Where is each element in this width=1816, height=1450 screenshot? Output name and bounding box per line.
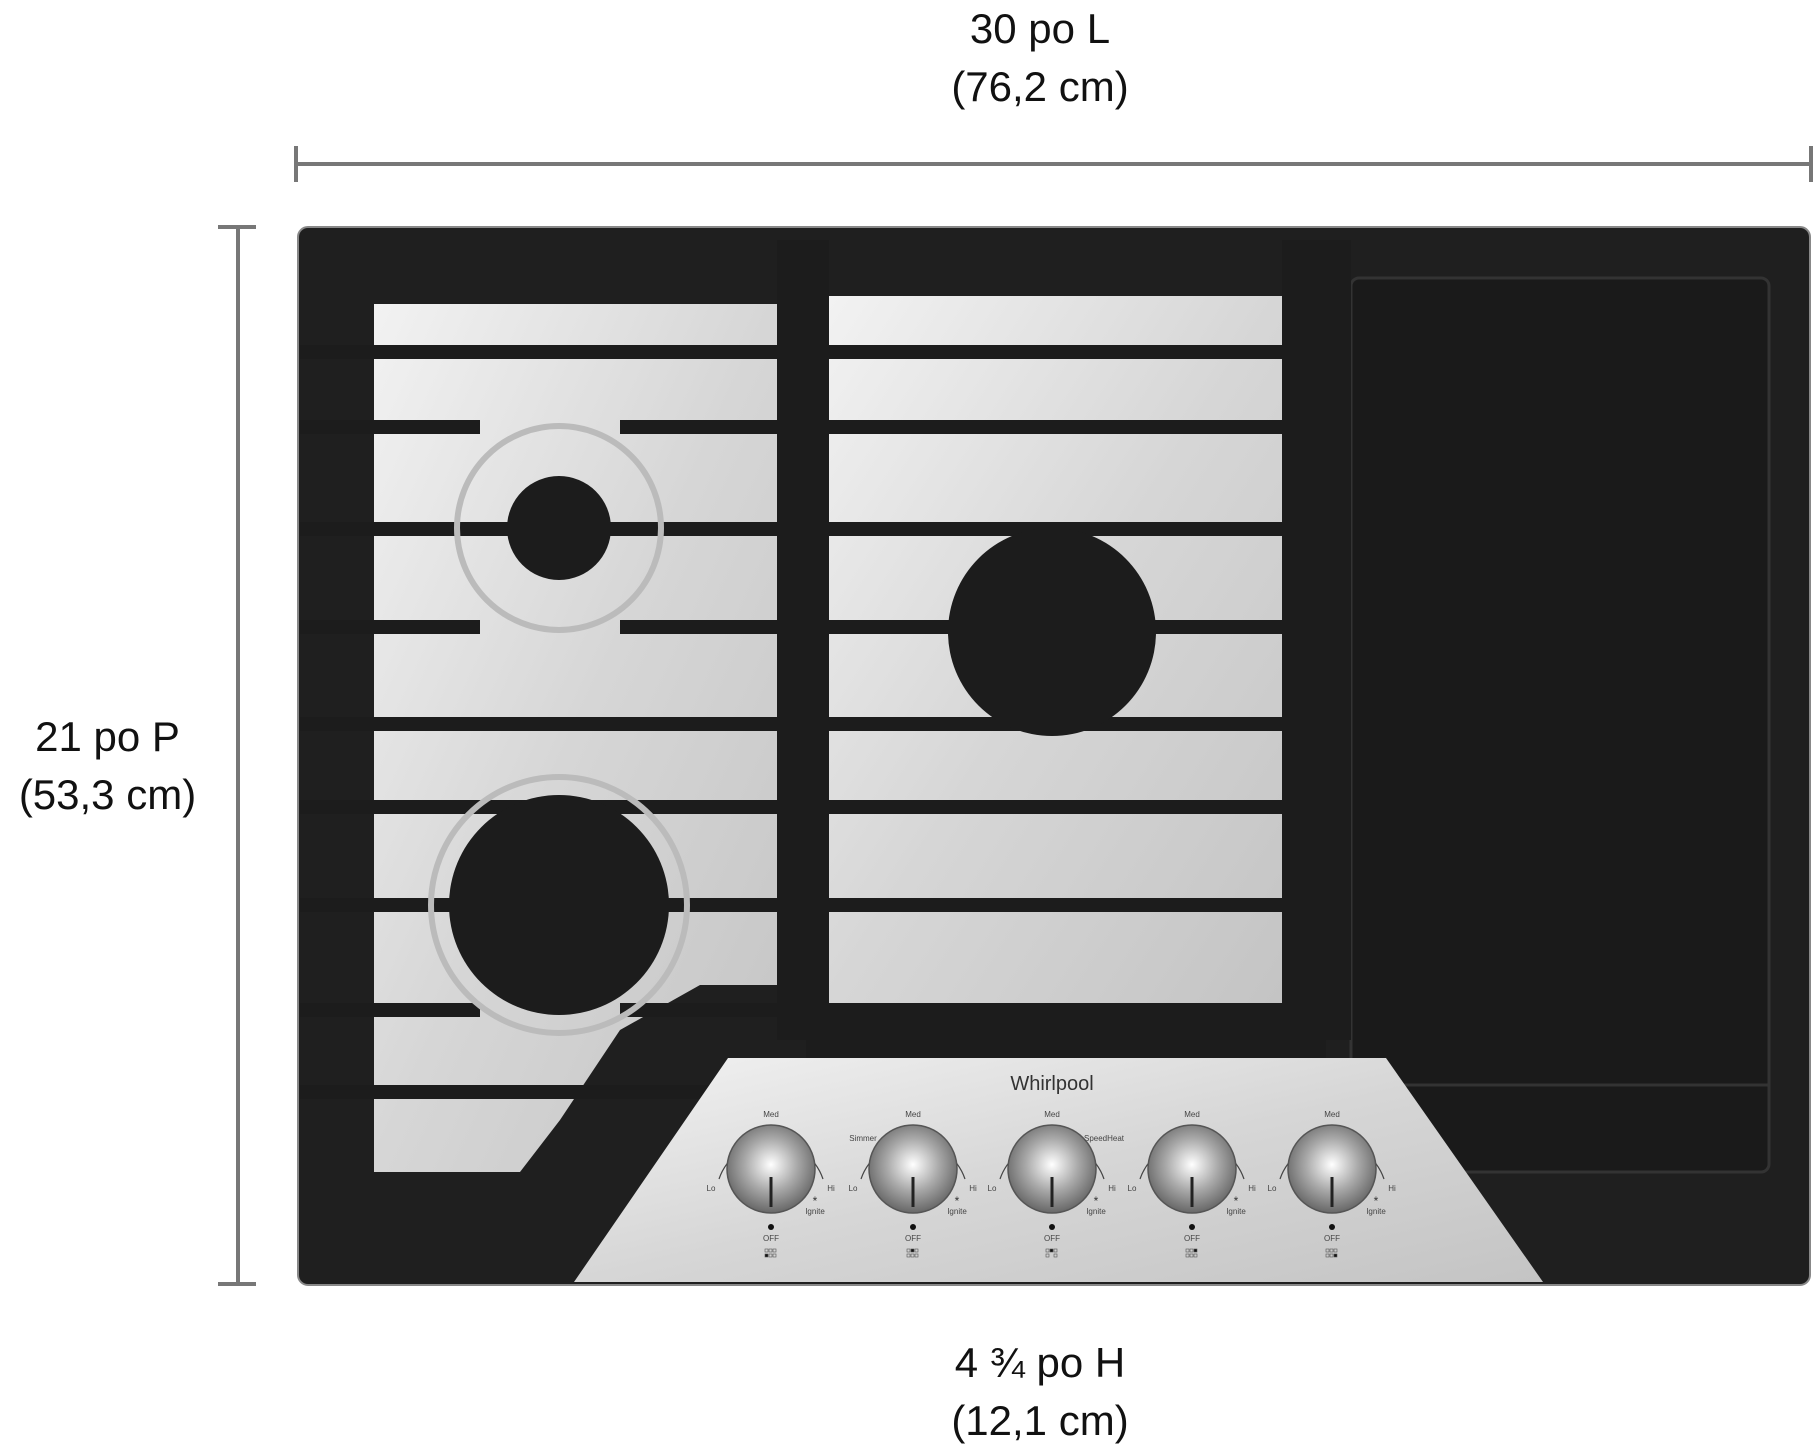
height-metric: (12,1 cm) xyxy=(840,1392,1240,1450)
ignite-star-icon: * xyxy=(813,1194,818,1208)
knob-off-label: OFF xyxy=(1044,1234,1060,1243)
knob-hi-label: Hi xyxy=(969,1184,977,1193)
depth-label: 21 po P xyxy=(0,708,215,766)
knob-med-label: Med xyxy=(1044,1110,1060,1119)
brand-logo: Whirlpool xyxy=(1010,1073,1093,1095)
knob-hi-label: Hi xyxy=(1108,1184,1116,1193)
depth-metric: (53,3 cm) xyxy=(0,766,215,824)
width-label: 30 po L xyxy=(840,0,1240,58)
knob-med-label: Med xyxy=(1324,1110,1340,1119)
knob-speedheat-label: SpeedHeat xyxy=(1084,1134,1125,1143)
griddle xyxy=(1351,278,1769,1172)
knob-lo-label: Lo xyxy=(707,1184,716,1193)
knob-off-label: OFF xyxy=(763,1234,779,1243)
knob-ignite-label: Ignite xyxy=(805,1207,825,1216)
knob-simmer-label: Simmer xyxy=(849,1134,877,1143)
knob-off-label: OFF xyxy=(1324,1234,1340,1243)
knob-off-label: OFF xyxy=(1184,1234,1200,1243)
knob-hi-label: Hi xyxy=(1248,1184,1256,1193)
knob-ignite-label: Ignite xyxy=(1366,1207,1386,1216)
ignite-star-icon: * xyxy=(955,1194,960,1208)
center-burner xyxy=(948,528,1156,736)
width-dimension-line xyxy=(296,146,1811,182)
knob-ignite-label: Ignite xyxy=(1226,1207,1246,1216)
knob-lo-label: Lo xyxy=(849,1184,858,1193)
knob-lo-label: Lo xyxy=(1268,1184,1277,1193)
knob-ignite-label: Ignite xyxy=(1086,1207,1106,1216)
knob-off-label: OFF xyxy=(905,1234,921,1243)
knob-ignite-label: Ignite xyxy=(947,1207,967,1216)
ignite-star-icon: * xyxy=(1234,1194,1239,1208)
knob-lo-label: Lo xyxy=(1128,1184,1137,1193)
width-metric: (76,2 cm) xyxy=(840,58,1240,116)
height-dimension: 4 ¾ po H (12,1 cm) xyxy=(840,1334,1240,1450)
knob-med-label: Med xyxy=(763,1110,779,1119)
height-label: 4 ¾ po H xyxy=(840,1334,1240,1392)
ignite-star-icon: * xyxy=(1374,1194,1379,1208)
knob-hi-label: Hi xyxy=(827,1184,835,1193)
depth-dimension-line xyxy=(218,227,256,1284)
knob-med-label: Med xyxy=(1184,1110,1200,1119)
knob-hi-label: Hi xyxy=(1388,1184,1396,1193)
ignite-star-icon: * xyxy=(1094,1194,1099,1208)
width-dimension: 30 po L (76,2 cm) xyxy=(840,0,1240,116)
knob-med-label: Med xyxy=(905,1110,921,1119)
knob-lo-label: Lo xyxy=(988,1184,997,1193)
depth-dimension: 21 po P (53,3 cm) xyxy=(0,708,215,824)
